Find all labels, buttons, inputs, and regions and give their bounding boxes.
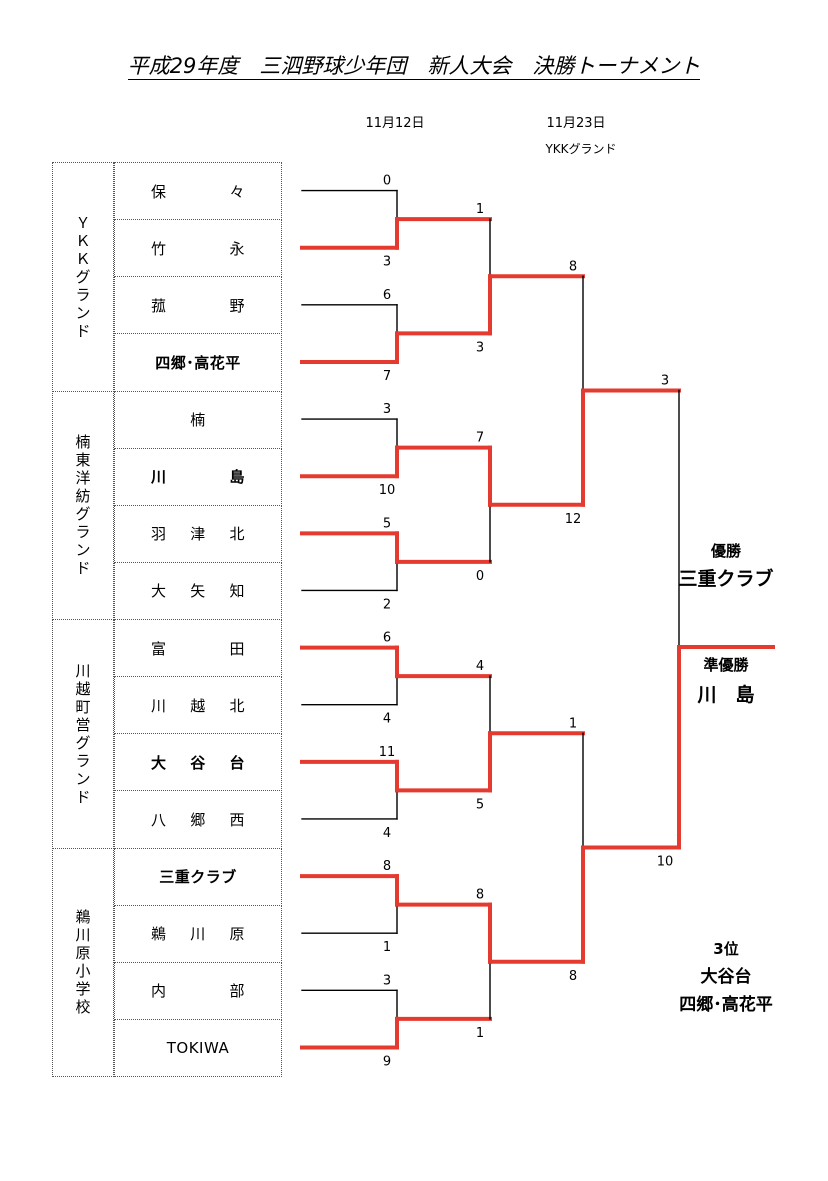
score-label: 1 [476, 202, 484, 217]
team-name-part: 四郷･高花平 [155, 353, 241, 372]
third-team-2: 四郷･高花平 [679, 995, 773, 1015]
score-label: 4 [383, 826, 391, 841]
score-label: 1 [383, 940, 391, 955]
team-name-part: 保 [151, 182, 167, 201]
score-label: 7 [383, 369, 391, 384]
team-name-part: 川 [151, 468, 167, 487]
champion-label: 優勝 [710, 542, 741, 560]
score-label: 1 [569, 716, 577, 731]
score-label: 12 [565, 512, 582, 527]
team-cell: 富田 [114, 619, 282, 678]
team-name-part: 北 [229, 696, 245, 715]
venue-block: 鵜川原小学校 [52, 847, 114, 1077]
score-label: 3 [383, 402, 391, 417]
score-label: 0 [383, 174, 391, 189]
team-name-part: 島 [229, 468, 245, 487]
team-name-part: 矢 [190, 582, 206, 601]
score-label: 6 [383, 631, 391, 646]
score-label: 6 [383, 288, 391, 303]
team-name-part: 津 [190, 525, 206, 544]
score-label: 3 [383, 255, 391, 270]
team-name-part: 楠 [190, 411, 206, 430]
team-cell: TOKIWA [114, 1018, 282, 1077]
score-label: 5 [383, 516, 391, 531]
team-name-part: 野 [229, 296, 245, 315]
champion-name: 三重クラブ [678, 568, 774, 590]
team-name-part: 川 [190, 925, 206, 944]
score-label: 3 [383, 973, 391, 988]
venue-name: ＹＫＫグランド [75, 213, 91, 340]
team-name-part: 菰 [151, 296, 167, 315]
score-label: 7 [476, 431, 484, 446]
team-name-part: 永 [229, 239, 245, 258]
score-label: 4 [476, 659, 484, 674]
venue-block: ＹＫＫグランド [52, 162, 114, 392]
team-name-part: 郷 [190, 810, 206, 829]
score-label: 11 [379, 745, 396, 760]
score-label: 10 [379, 483, 396, 498]
third-team-1: 大谷台 [700, 967, 752, 987]
round1-date: 11月12日 [365, 116, 425, 131]
team-name-part: 西 [229, 810, 245, 829]
team-name-part: 大 [151, 582, 167, 601]
team-name-part: 台 [229, 753, 245, 772]
runnerup-name: 川 島 [697, 684, 755, 706]
score-label: 3 [661, 374, 669, 389]
team-name-part: 川 [151, 696, 167, 715]
team-name-part: 原 [229, 925, 245, 944]
score-label: 8 [383, 859, 391, 874]
team-name-part: 部 [229, 982, 245, 1001]
team-name-part: 北 [229, 525, 245, 544]
score-label: 8 [569, 259, 577, 274]
score-label: 2 [383, 597, 391, 612]
team-name-part: 内 [151, 982, 167, 1001]
team-name-part: 三重クラブ [159, 868, 237, 887]
team-name-part: 鵜 [151, 925, 167, 944]
score-label: 5 [476, 797, 484, 812]
score-label: 8 [476, 888, 484, 903]
venue-name: 楠東洋紡グランド [75, 433, 91, 578]
team-name-part: 羽 [151, 525, 167, 544]
score-label: 3 [476, 340, 484, 355]
score-label: 9 [383, 1054, 391, 1069]
round2-venue: YKKグランド [545, 142, 617, 156]
team-name-part: 田 [229, 639, 245, 658]
score-label: 8 [569, 969, 577, 984]
team-name-part: 竹 [151, 239, 167, 258]
team-name-part: 々 [229, 182, 245, 201]
score-label: 1 [476, 1026, 484, 1041]
team-cell: 羽津北 [114, 504, 282, 563]
team-name-part: 知 [229, 582, 245, 601]
venue-block: 川越町営グランド [52, 619, 114, 849]
team-name-part: 越 [190, 696, 206, 715]
venue-name: 鵜川原小学校 [75, 908, 91, 1017]
runnerup-label: 準優勝 [703, 656, 749, 674]
team-name-part: 八 [151, 810, 167, 829]
team-name-part: TOKIWA [166, 1038, 230, 1057]
venue-name: 川越町営グランド [75, 661, 91, 806]
score-label: 0 [476, 569, 484, 584]
team-name-part: 富 [151, 639, 167, 658]
team-name-part: 大 [151, 753, 167, 772]
score-label: 10 [657, 855, 674, 870]
third-label: 3位 [713, 940, 739, 958]
round2-date: 11月23日 [546, 116, 606, 131]
team-name-part: 谷 [190, 753, 206, 772]
page-title: 平成29年度 三泗野球少年団 新人大会 決勝トーナメント [127, 54, 701, 80]
score-label: 4 [383, 712, 391, 727]
